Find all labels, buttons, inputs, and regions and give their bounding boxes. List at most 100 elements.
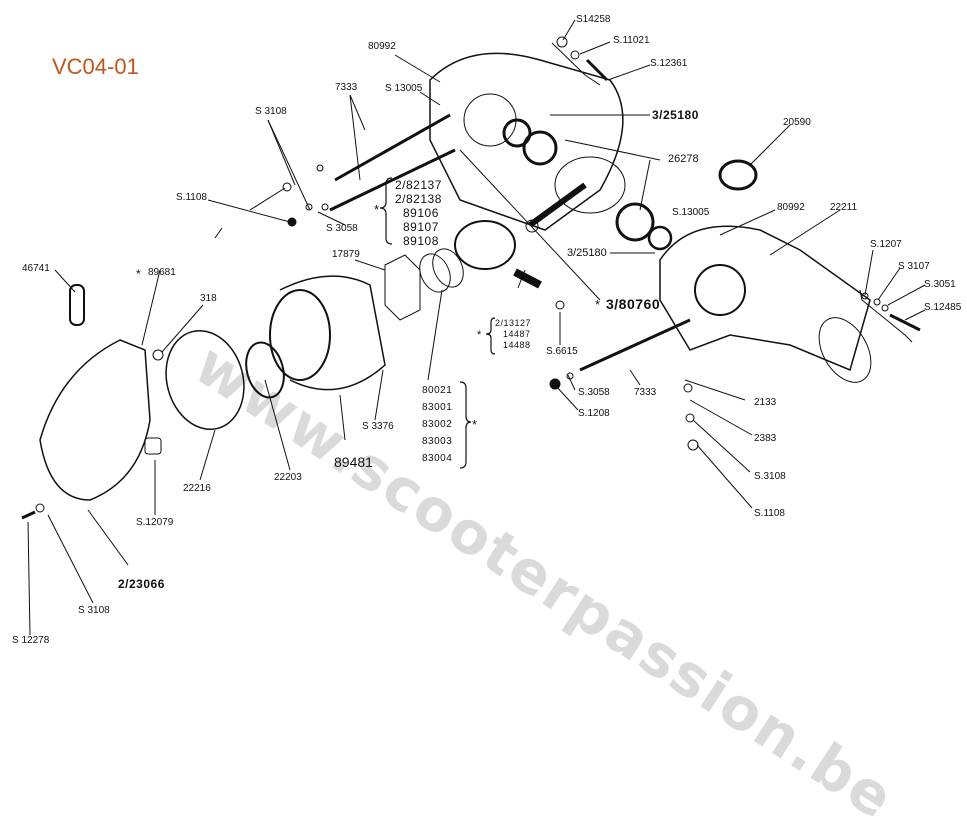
- part-label: S.1208: [578, 408, 610, 419]
- leader-line: [554, 384, 579, 411]
- leader-line: [564, 139, 661, 161]
- part-label: 2133: [754, 397, 777, 408]
- part-label: S.11021: [613, 35, 650, 46]
- part-label: S.12079: [136, 517, 174, 528]
- washer-s3108: [35, 503, 45, 513]
- part-label: 2/23066: [118, 577, 165, 591]
- leader-line: [161, 304, 204, 353]
- part-label: 318: [200, 293, 217, 304]
- piston-ring: [432, 248, 464, 288]
- part-label: S 12278: [12, 635, 50, 646]
- crankcase-bore: [463, 93, 517, 147]
- cylinder-bore: [269, 289, 331, 381]
- ring-group-item: 80021: [422, 385, 453, 396]
- leader-line: [696, 444, 753, 509]
- part-label: S 3376: [362, 421, 394, 432]
- washer-s3058: [566, 372, 574, 380]
- leader-line: [207, 199, 291, 223]
- drawing-layer: [21, 19, 926, 636]
- head-gasket-22203: [245, 341, 285, 399]
- part-label: S14258: [576, 14, 611, 25]
- oil-seal-20590: [718, 159, 758, 191]
- leader-line: [719, 209, 776, 236]
- nut-s1207: [861, 292, 869, 300]
- washer: [305, 203, 313, 211]
- washer-s3058: [321, 203, 329, 211]
- part-label: S.3051: [924, 279, 956, 290]
- leader-line: [629, 369, 641, 386]
- part-label: S.1108: [754, 508, 785, 519]
- leader-line: [317, 211, 346, 226]
- crankcase-left-half: [429, 52, 624, 231]
- washer-2383: [683, 383, 693, 393]
- part-label: 46741: [22, 263, 50, 274]
- part-label: 89481: [334, 454, 373, 470]
- part-label: 3/80760: [606, 296, 661, 312]
- seal-3-25180: [647, 225, 673, 251]
- leader-line: [267, 119, 311, 211]
- part-label: S 3058: [326, 223, 358, 234]
- leader-line: [264, 379, 291, 471]
- piston-group-item: 89107: [403, 220, 439, 234]
- diagram-code: VC04-01: [52, 54, 139, 79]
- connecting-rod: [528, 182, 587, 228]
- leader-line: [769, 209, 841, 256]
- leader-line: [87, 509, 129, 566]
- ring-group-item: 83003: [422, 436, 453, 447]
- pin-group-item: 2/13127: [495, 318, 532, 328]
- cylinder-89481: [279, 275, 386, 391]
- bracket-line: [551, 42, 601, 86]
- bearing-small: [502, 118, 532, 148]
- base-gasket-17879: [384, 254, 421, 321]
- piston-pin: [513, 268, 542, 289]
- brace-pin-group: [485, 317, 496, 355]
- part-label: S.13005: [672, 207, 710, 218]
- leader-line: [47, 514, 94, 604]
- leader-line: [562, 19, 576, 41]
- washer-318: [152, 349, 164, 361]
- leader-line: [689, 399, 753, 436]
- stud-7333: [334, 113, 451, 182]
- ring-group-list: 80021 83001 83002 83003 83004: [422, 382, 452, 467]
- piston-group-item: 2/82138: [395, 192, 442, 206]
- part-label: S 3108: [78, 605, 110, 616]
- nut-s1208: [549, 378, 561, 390]
- leader-line: [339, 394, 346, 441]
- leader-line: [684, 379, 746, 401]
- leader-line: [607, 64, 651, 81]
- pin-group-item: 14487: [503, 329, 531, 339]
- leader-line: [54, 269, 76, 293]
- part-label: S 3107: [898, 261, 930, 272]
- part-label: 17879: [332, 249, 360, 260]
- bearing-26278-left: [522, 130, 558, 166]
- asterisk-marker: *: [595, 297, 601, 312]
- brace-piston-group: [379, 177, 393, 245]
- ring-group-item: 83002: [422, 419, 453, 430]
- nut: [282, 182, 292, 192]
- leader-line: [864, 249, 874, 296]
- part-label: S.3058: [578, 387, 610, 398]
- part-label: 22211: [830, 202, 858, 213]
- crankcase-right-bore: [694, 264, 746, 316]
- part-label: 80992: [368, 41, 396, 52]
- ring-group-item: 83004: [422, 453, 453, 464]
- leader-line: [904, 309, 926, 321]
- cylinder-cowl-2-23066: [39, 339, 151, 501]
- asterisk-marker: *: [477, 329, 482, 341]
- piston: [454, 220, 516, 270]
- leader-line: [141, 269, 161, 346]
- part-label: 20590: [783, 117, 811, 128]
- part-label: S.3108: [754, 471, 786, 482]
- brace-ring-group: [459, 381, 472, 469]
- part-label: S.1207: [870, 239, 902, 250]
- leader-line: [749, 124, 791, 166]
- part-label: 2383: [754, 433, 777, 444]
- bush-s14258: [556, 36, 568, 48]
- part-label: 3/25180: [567, 247, 607, 259]
- part-label: 22203: [274, 472, 302, 483]
- washer: [316, 164, 324, 172]
- part-label: S.12485: [924, 302, 962, 313]
- washer-s6615: [555, 300, 565, 310]
- stud-7333: [329, 148, 456, 212]
- bracket-line: [214, 227, 223, 239]
